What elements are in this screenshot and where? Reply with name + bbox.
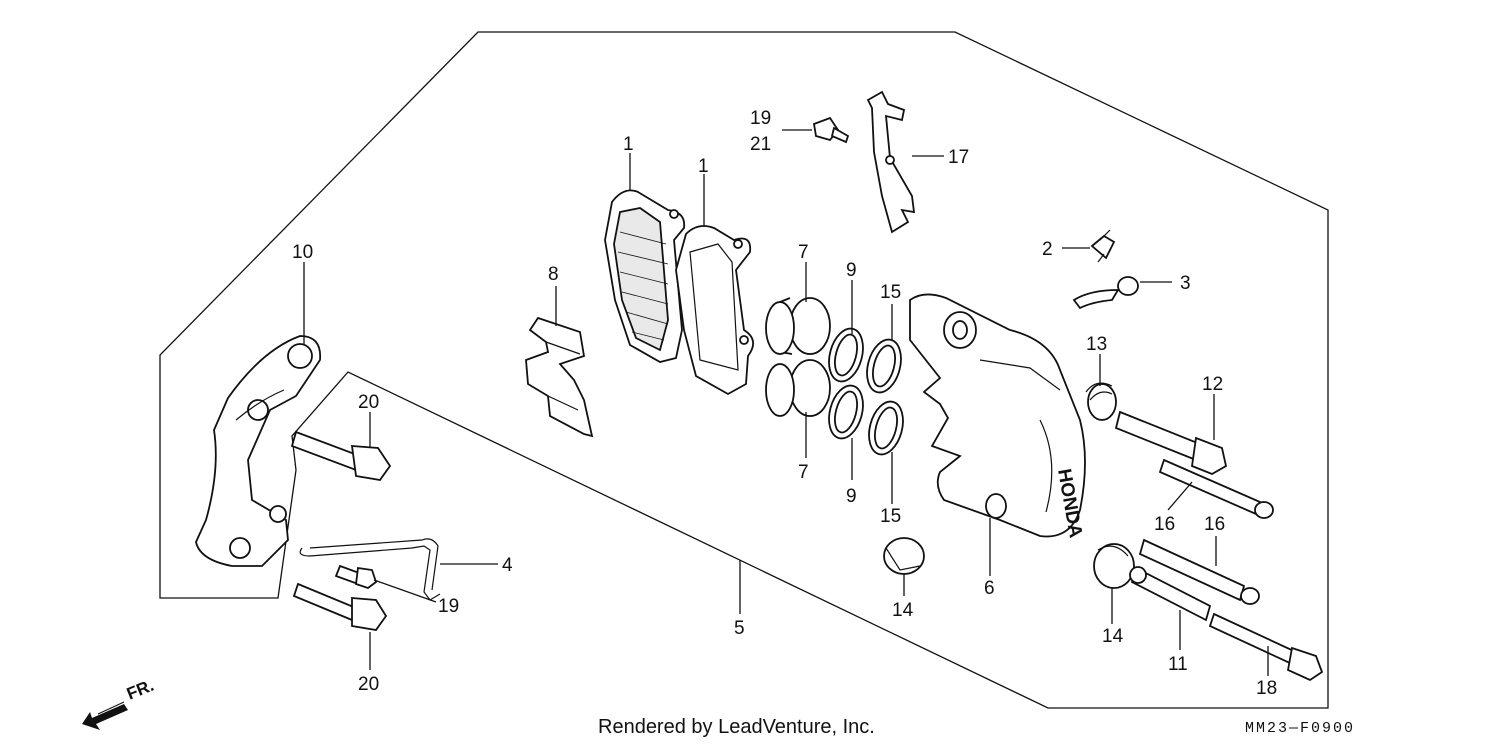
callout-7-lower: 7 <box>798 462 809 483</box>
assembly-boundary <box>159 31 1329 709</box>
callout-19-upper: 19 <box>750 108 771 129</box>
callout-1-left-pad: 1 <box>623 134 634 155</box>
retainer-clip <box>299 538 441 601</box>
callout-19-lower: 19 <box>438 596 459 617</box>
piston-seals <box>828 327 904 456</box>
callout-6: 6 <box>984 578 995 599</box>
bleeder-cap <box>1072 276 1139 310</box>
callout-12: 12 <box>1202 374 1223 395</box>
callout-7-upper: 7 <box>798 242 809 263</box>
callout-16-left: 16 <box>1154 514 1175 535</box>
callouts: 1 1 2 3 4 5 6 7 7 8 9 9 10 11 12 13 14 1… <box>292 108 1277 699</box>
callout-14-center: 14 <box>892 600 914 621</box>
bolt-20-upper <box>290 430 392 481</box>
brake-pad-1 <box>604 189 686 363</box>
pin-16-upper <box>1158 458 1274 519</box>
leader-lines <box>303 129 1269 676</box>
callout-2: 2 <box>1042 239 1053 260</box>
callout-17: 17 <box>948 147 969 168</box>
callout-20-upper: 20 <box>358 392 379 413</box>
callout-21: 21 <box>750 134 771 155</box>
caliper-bracket <box>195 335 322 567</box>
bolt-20-lower <box>292 582 388 631</box>
callout-13: 13 <box>1086 334 1107 355</box>
callout-4: 4 <box>502 555 513 576</box>
caliper-body: HONDA <box>909 293 1086 540</box>
callout-18: 18 <box>1256 678 1277 699</box>
callout-20-lower: 20 <box>358 674 379 695</box>
boot-14-right <box>1093 543 1135 589</box>
callout-3: 3 <box>1180 273 1191 294</box>
boot-13 <box>1085 382 1117 421</box>
callout-15-upper: 15 <box>880 282 901 303</box>
diagram-code: MM23—F0900 <box>1245 720 1356 737</box>
callout-11: 11 <box>1168 654 1188 675</box>
bolt-12 <box>1114 410 1228 475</box>
piston-upper <box>765 297 831 355</box>
callout-14-right: 14 <box>1102 626 1124 647</box>
pin-16-lower <box>1138 538 1260 605</box>
render-credit: Rendered by LeadVenture, Inc. <box>598 716 875 738</box>
callout-5: 5 <box>734 618 745 639</box>
boot-14-center <box>883 537 925 575</box>
pad-retainer-plate <box>866 90 916 234</box>
bleeder-valve <box>1090 229 1116 263</box>
callout-10: 10 <box>292 242 313 263</box>
callout-8: 8 <box>548 264 559 285</box>
pad-spring <box>525 316 594 438</box>
piston-lower <box>765 359 831 417</box>
callout-9-upper: 9 <box>846 260 857 281</box>
callout-9-lower: 9 <box>846 486 857 507</box>
bolt-18 <box>1208 612 1324 682</box>
bolt-19-upper <box>812 116 850 144</box>
callout-1-right-pad: 1 <box>698 156 709 177</box>
callout-16-right: 16 <box>1204 514 1225 535</box>
bolt-19-lower <box>334 564 378 590</box>
arrow-front-icon <box>82 701 128 730</box>
brake-pad-2 <box>675 225 754 396</box>
callout-15-lower: 15 <box>880 506 901 527</box>
pin-11 <box>1129 566 1212 622</box>
